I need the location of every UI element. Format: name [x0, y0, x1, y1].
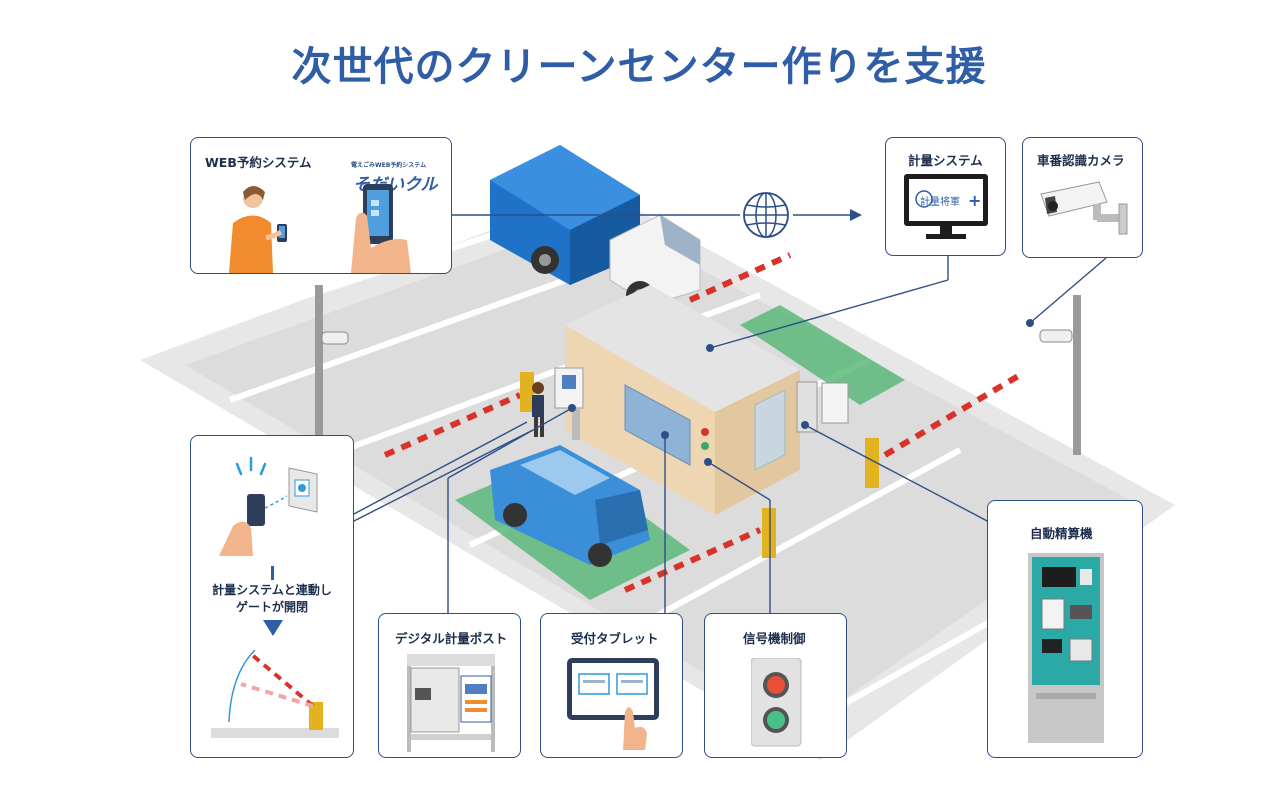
card-web-reservation: WEB予約システム 電えごみWEB予約システム そだいクル	[190, 137, 452, 274]
pole	[1073, 295, 1081, 455]
gate-note: 計量システムと連動し ゲートが開閉	[197, 582, 347, 616]
garbage-truck	[490, 145, 701, 309]
card-title: 受付タブレット	[571, 631, 659, 646]
monitor-screen-text: 計量将軍	[920, 197, 960, 208]
card-digital-post: デジタル計量ポスト	[378, 613, 521, 758]
gate-bars	[383, 252, 1022, 593]
gate-post	[865, 438, 879, 488]
booth-building	[565, 285, 800, 515]
card-weighing-system: 計量システム + 計量将軍	[885, 137, 1006, 256]
card-signal-control: 信号機制御	[704, 613, 847, 758]
svg-text:+: +	[968, 191, 981, 210]
blue-car	[490, 445, 650, 567]
gate-note-line2: ゲートが開閉	[235, 600, 308, 614]
card-title: WEB予約システム	[205, 155, 312, 170]
tablet-icon	[567, 658, 659, 750]
gate-post	[762, 508, 776, 558]
security-camera-icon	[1040, 181, 1128, 235]
brand-subtitle: 電えごみWEB予約システム	[351, 162, 427, 169]
payment-machine-icon	[1028, 553, 1104, 743]
gate-note-line1: 計量システムと連動し	[212, 583, 332, 597]
gate-bar-illustration	[211, 649, 339, 738]
card-title: 車番認識カメラ	[1037, 153, 1125, 168]
card-title: 信号機制御	[743, 631, 806, 646]
card-title: 計量システム	[908, 153, 983, 168]
traffic-light-icon	[751, 658, 802, 747]
gate-post	[520, 372, 534, 412]
globe-icon	[743, 192, 789, 238]
page-title: 次世代のクリーンセンター作りを支援	[291, 44, 987, 90]
green-pad-right	[740, 305, 905, 405]
arrow-down-icon	[263, 620, 283, 636]
digital-post-icon	[407, 654, 495, 752]
card-reception-tablet: 受付タブレット	[540, 613, 683, 758]
card-gate-linkage: 計量システムと連動し ゲートが開閉	[190, 435, 354, 758]
smartphone-icon	[229, 184, 411, 273]
monitor-icon: +	[904, 174, 988, 239]
card-title: 自動精算機	[1030, 526, 1093, 541]
card-title: デジタル計量ポスト	[395, 631, 508, 646]
pole	[315, 285, 323, 435]
card-plate-camera: 車番認識カメラ	[1022, 137, 1143, 258]
card-auto-payment: 自動精算機	[987, 500, 1143, 758]
nfc-reader-icon	[219, 456, 318, 556]
payment-kiosk-site	[821, 382, 849, 424]
